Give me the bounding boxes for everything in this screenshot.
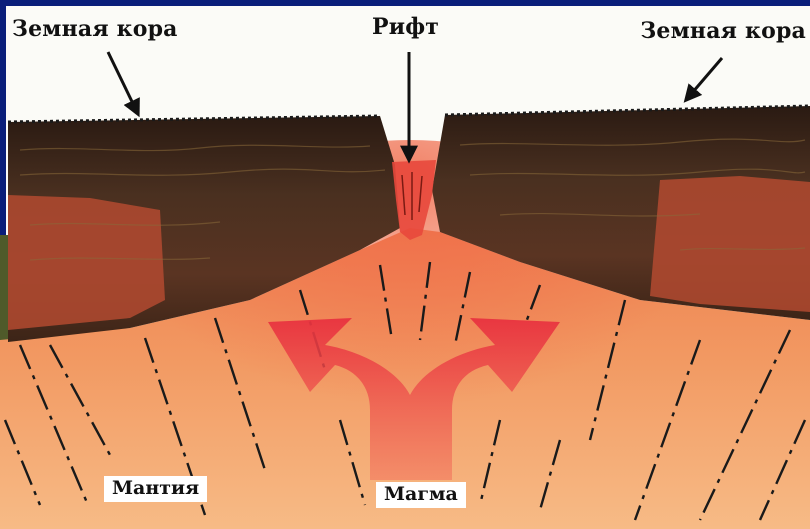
magma-label: Магма	[376, 482, 466, 508]
crust-right-label: Земная кора	[640, 18, 806, 44]
mantle-label: Мантия	[104, 476, 207, 502]
rift-label: Рифт	[372, 14, 439, 40]
crust-right-red-band	[650, 176, 810, 312]
crust-left-label: Земная кора	[12, 16, 178, 42]
crust-left-red-band	[8, 195, 165, 330]
frame-top	[0, 0, 810, 6]
